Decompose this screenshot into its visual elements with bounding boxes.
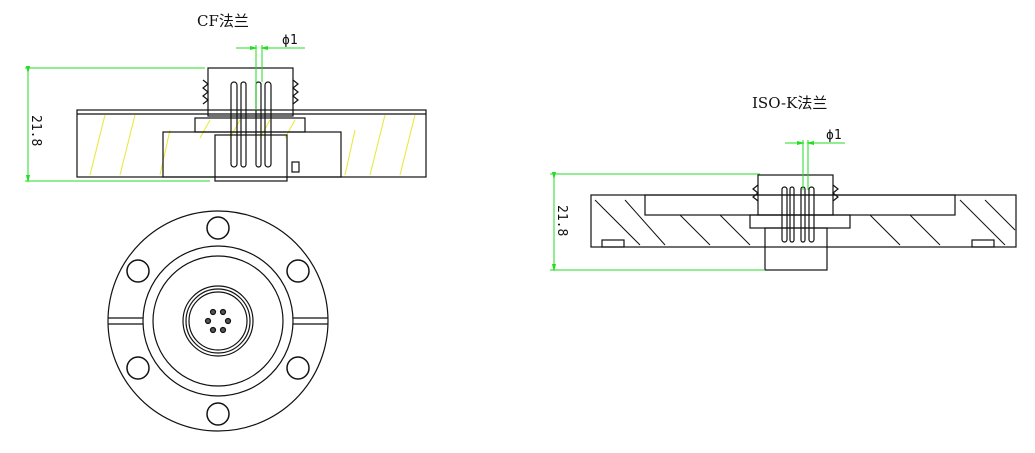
iso-k-side-view [590, 174, 1017, 271]
cf-pin-dim: ϕ1 [282, 33, 298, 48]
iso-k-height-dim: 21.8 [554, 205, 569, 236]
iso-k-pin-dim: ϕ1 [826, 128, 842, 143]
iso-k-flange-title: ISO-K法兰 [752, 94, 828, 112]
cf-side-view [76, 67, 427, 182]
cf-flange-title: CF法兰 [197, 12, 249, 30]
iso-k-dimensions [550, 140, 845, 272]
cf-dimensions [25, 45, 305, 183]
cf-height-dim: 21.8 [28, 115, 43, 146]
cf-front-view [107, 210, 329, 432]
